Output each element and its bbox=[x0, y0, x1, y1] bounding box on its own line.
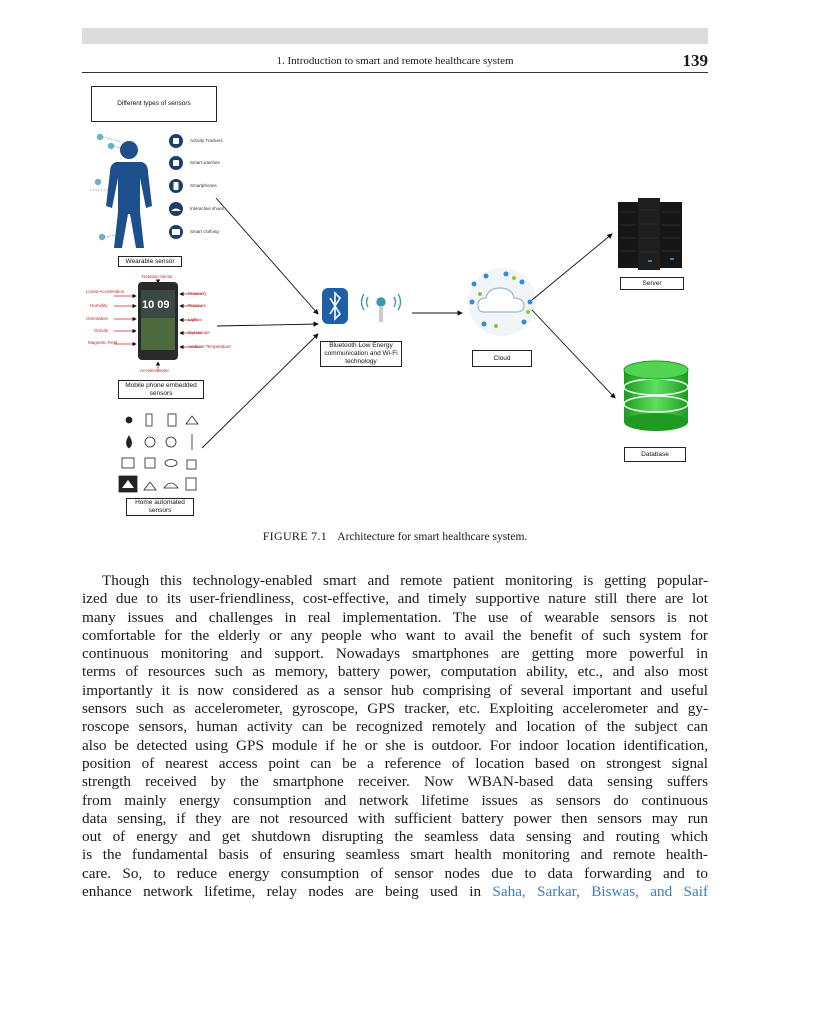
body-paragraph: Though this technology-enabled smart and… bbox=[82, 572, 708, 901]
body-line: many issues and challenges in real imple… bbox=[82, 608, 708, 626]
body-line: continuous monitoring and support. Nowad… bbox=[82, 645, 708, 663]
wifi-router-icon bbox=[360, 293, 402, 322]
label-home-automated-sensors: Home automated sensors bbox=[126, 498, 194, 516]
body-line: ized due to its user-friendliness, cost-… bbox=[82, 590, 708, 608]
figure-graphics bbox=[90, 133, 689, 493]
home-sensor-grid-icon bbox=[118, 413, 199, 493]
label-cloud: Cloud bbox=[472, 350, 532, 367]
phone-sensor-label: Humidity bbox=[90, 303, 108, 308]
phone-sensor-label: Orientation bbox=[86, 316, 109, 321]
label-server: Server bbox=[620, 277, 684, 290]
wearable-item-label: Smart watches bbox=[190, 160, 220, 165]
body-line-last-text: enhance network lifetime, relay nodes ar… bbox=[82, 883, 482, 901]
body-line-last: enhance network lifetime, relay nodes ar… bbox=[82, 883, 708, 901]
human-body-icon bbox=[106, 141, 152, 248]
label-database: Database bbox=[624, 447, 686, 462]
body-line: is the fundamental basis of ensuring sea… bbox=[82, 846, 708, 864]
phone-sensor-label: Linear Acceleration bbox=[86, 289, 125, 294]
phone-sensor-label: Gravity bbox=[94, 328, 109, 333]
label-mobile-phone-embedded-sensors: Mobile phone embedded sensors bbox=[118, 380, 204, 399]
body-line: out of energy and get shutdown disruptin… bbox=[82, 828, 708, 846]
body-line: from mainly energy consumption and netwo… bbox=[82, 791, 708, 809]
phone-sensor-label: Magnetic Field bbox=[88, 340, 118, 345]
wearable-item-label: Interactive shoes bbox=[190, 206, 225, 211]
body-line: data sensing, if they are not resourced … bbox=[82, 809, 708, 827]
body-line: importantly it is now considered as a se… bbox=[82, 681, 708, 699]
body-line: sensors such as accelerometer, gyroscope… bbox=[82, 700, 708, 718]
label-wearable-sensor: Wearable sensor bbox=[118, 256, 182, 267]
label-bluetooth-wifi: Bluetooth Low Energy communication and W… bbox=[320, 341, 402, 367]
figure-caption-text: Architecture for smart healthcare system… bbox=[337, 531, 528, 543]
phone-sensor-label: Light bbox=[188, 317, 198, 322]
body-line: comfortable for the elderly or any peopl… bbox=[82, 626, 708, 644]
phone-sensor-label: Proximity bbox=[188, 291, 207, 296]
smartphone-icon bbox=[114, 279, 202, 372]
header-rule bbox=[82, 72, 708, 73]
running-title: 1. Introduction to smart and remote heal… bbox=[276, 55, 514, 67]
wearable-item-label: Smartphones bbox=[190, 183, 217, 188]
body-line: strength received by the smartphone rece… bbox=[82, 773, 708, 791]
running-header: 1. Introduction to smart and remote heal… bbox=[82, 51, 709, 73]
page-number: 139 bbox=[682, 51, 709, 70]
server-rack-icon bbox=[618, 198, 682, 270]
citation-link[interactable]: Saha, Sarkar, Biswas, and Saif bbox=[492, 883, 709, 901]
phone-sensor-label: Gyroscope bbox=[188, 330, 210, 335]
body-line: care. So, to reduce energy consumption o… bbox=[82, 864, 708, 882]
bluetooth-icon bbox=[322, 288, 348, 324]
wearable-device-icons bbox=[169, 134, 183, 239]
label-different-types-of-sensors: Different types of sensors bbox=[91, 86, 217, 122]
database-cylinder-icon bbox=[623, 360, 689, 431]
phone-sensor-label: Accelerometer bbox=[140, 368, 170, 373]
phone-sensor-label: Ambient Temperature bbox=[188, 344, 231, 349]
architecture-figure: Different types of sensors Activity Trac… bbox=[82, 80, 708, 520]
figure-label: FIGURE 7.1 bbox=[262, 529, 328, 543]
top-gray-bar bbox=[82, 28, 708, 44]
body-line: also be detected using GPS module if he … bbox=[82, 736, 708, 754]
body-line: terms of resources such as memory, batte… bbox=[82, 663, 708, 681]
phone-sensor-label: Pressure bbox=[188, 303, 207, 308]
flow-arrows bbox=[201, 197, 616, 449]
body-line: Though this technology-enabled smart and… bbox=[102, 572, 708, 589]
body-line: roscope sensors, human activity can be r… bbox=[82, 718, 708, 736]
wearable-item-label: Smart clothing bbox=[190, 229, 219, 234]
wearable-item-label: Activity Trackers bbox=[190, 138, 223, 143]
phone-sensor-label: Rotation Vector bbox=[142, 274, 173, 279]
phone-clock: 10 09 bbox=[142, 299, 170, 311]
figure-caption: FIGURE 7.1 Architecture for smart health… bbox=[82, 529, 708, 544]
body-line: position of nearest access point can be … bbox=[82, 754, 708, 772]
cloud-network-icon bbox=[468, 268, 536, 336]
